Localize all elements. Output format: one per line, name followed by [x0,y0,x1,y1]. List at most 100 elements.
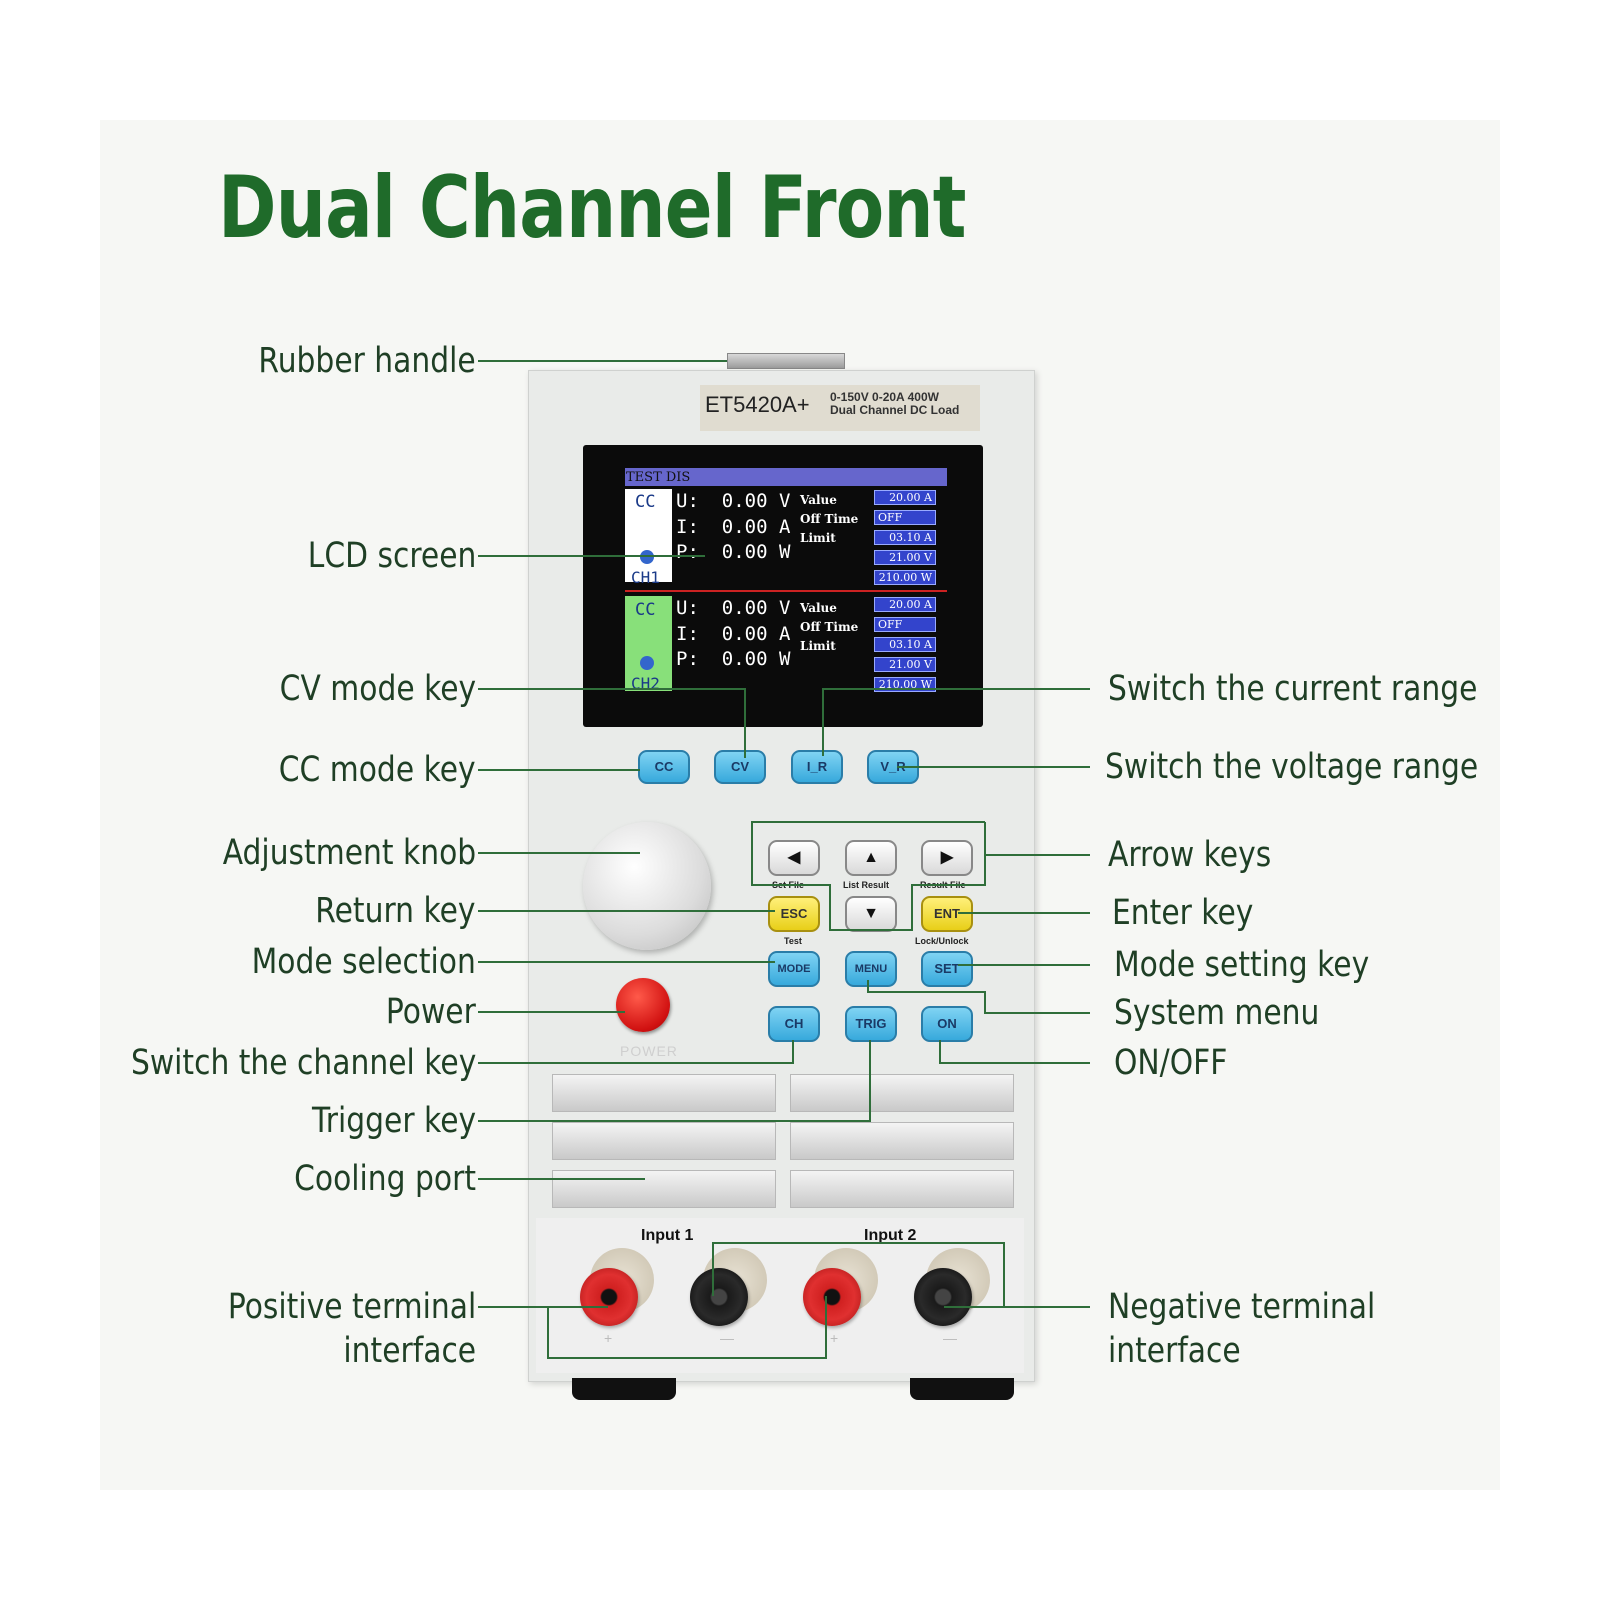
callout-rubber-handle: Rubber handle [258,341,476,381]
ch2-limit-power-field: 210.00 W [874,677,936,692]
cv-mode-key[interactable]: CV [714,750,766,784]
ch2-voltage: U: 0.00 V [676,597,791,619]
lcd-header-bar [625,468,947,486]
ch1-mode: CC [635,492,656,512]
ch2-indicator-dot [640,656,654,670]
cooling-vent [552,1074,776,1112]
callout-positive-terminal-line1: Positive terminal [227,1287,476,1327]
ch1-voltage: U: 0.00 V [676,490,791,512]
leader-line-trigger [478,1040,871,1122]
callout-mode-selection: Mode selection [251,942,476,982]
callout-system-menu: System menu [1114,993,1320,1033]
left-arrow-key[interactable]: ◀ [768,840,820,876]
ch2-mode: CC [635,600,656,620]
ch1-limit-current-field: 03.10 A [874,530,936,545]
input1-negative-terminal[interactable] [690,1268,748,1326]
device-foot [572,1378,676,1400]
ch2-limit-voltage-field: 21.00 V [874,657,936,672]
ch2-off-time-field: OFF [874,617,936,632]
esc-return-key[interactable]: ESC [768,896,820,932]
leader-line-on-off [939,1040,1090,1064]
callout-arrow-keys: Arrow keys [1108,835,1272,875]
power-label: POWER [620,1043,678,1059]
callout-power: Power [386,992,476,1032]
cooling-vent [790,1170,1014,1208]
callout-cc-mode-key: CC mode key [279,750,476,790]
spec-line-2: Dual Channel DC Load [830,403,960,417]
cooling-vent [552,1170,776,1208]
arrow-keys-bracket [751,821,986,931]
cooling-vent [790,1122,1014,1160]
leader-line-switch-channel [478,1040,794,1064]
callout-enter-key: Enter key [1112,893,1254,933]
callout-negative-terminal-line1: Negative terminal [1108,1287,1376,1327]
plus-sign: + [830,1330,839,1346]
model-name: ET5420A+ [705,392,810,417]
ch1-limit-power-field: 210.00 W [874,570,936,585]
trigger-key[interactable]: TRIG [845,1006,897,1042]
up-arrow-key[interactable]: ▲ [845,840,897,876]
ch2-off-time-label: Off Time [800,620,859,634]
ch2-value-field: 20.00 A [874,597,936,612]
spec-line-1: 0-150V 0-20A 400W [830,390,939,404]
ch1-off-time-label: Off Time [800,512,859,526]
ch2-limit-current-field: 03.10 A [874,637,936,652]
input-2-label: Input 2 [864,1227,917,1244]
ch1-power: P: 0.00 W [676,541,791,563]
mode-setting-key[interactable]: SET [921,951,973,987]
ch2-status-box [625,596,672,691]
device-foot [910,1378,1014,1400]
leader-line-system-menu [867,980,1090,1014]
lcd-channel-divider [625,590,947,592]
callout-lcd-screen: LCD screen [307,536,476,576]
esc-sublabel: Test [784,936,802,946]
callout-switch-channel-key: Switch the channel key [130,1043,476,1083]
minus-sign: — [943,1330,957,1346]
spec-label: 0-150V 0-20A 400W Dual Channel DC Load [830,391,959,417]
plus-sign: + [604,1330,613,1346]
power-button[interactable] [616,978,670,1032]
input2-positive-terminal[interactable] [803,1268,861,1326]
callout-return-key: Return key [315,891,476,931]
ch2-power: P: 0.00 W [676,648,791,670]
page-title: Dual Channel Front [218,158,966,258]
adjustment-knob[interactable] [583,822,711,950]
ch1-limit-label: Limit [800,531,836,545]
input-1-label: Input 1 [641,1227,694,1244]
voltage-range-key[interactable]: V_R [867,750,919,784]
leader-line-negative-terminal [712,1242,1090,1308]
ch2-current: I: 0.00 A [676,623,791,645]
cooling-vent [790,1074,1014,1112]
up-arrow-sublabel: List Result [843,880,890,890]
ent-sublabel: Lock/Unlock [915,936,969,946]
ch1-off-time-field: OFF [874,510,936,525]
mode-selection-key[interactable]: MODE [768,951,820,987]
callout-cv-mode-key: CV mode key [279,669,476,709]
callout-mode-setting-key: Mode setting key [1114,945,1370,985]
cc-mode-key[interactable]: CC [638,750,690,784]
ch2-limit-label: Limit [800,639,836,653]
model-label-strip [700,385,980,431]
system-menu-key[interactable]: MENU [845,951,897,987]
down-arrow-key[interactable]: ▼ [845,896,897,932]
input1-positive-terminal[interactable] [580,1268,638,1326]
ch1-status-box [625,489,672,582]
input2-negative-terminal[interactable] [914,1268,972,1326]
current-range-key[interactable]: I_R [791,750,843,784]
ch1-name: CH1 [631,568,660,587]
ch1-limit-voltage-field: 21.00 V [874,550,936,565]
on-off-key[interactable]: ON [921,1006,973,1042]
callout-on-off: ON/OFF [1114,1043,1228,1083]
callout-trigger-key: Trigger key [311,1101,476,1141]
leader-line-cv-mode [478,688,746,758]
rubber-handle [727,353,845,369]
right-arrow-key[interactable]: ▶ [921,840,973,876]
callout-negative-terminal-line2: interface [1108,1331,1241,1371]
ch1-current: I: 0.00 A [676,516,791,538]
callout-cooling-port: Cooling port [294,1159,476,1199]
callout-switch-current-range: Switch the current range [1108,669,1478,709]
callout-adjustment-knob: Adjustment knob [222,833,476,873]
cooling-vent [552,1122,776,1160]
leader-line-positive-terminal [478,1296,827,1359]
